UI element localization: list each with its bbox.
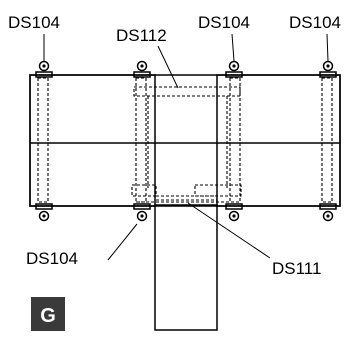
label-ds104-top-left: DS104 <box>8 13 60 32</box>
leader-lines <box>43 33 329 261</box>
screw-icon <box>136 210 148 222</box>
hidden-bracket-ds111 <box>131 184 242 203</box>
screw-icon <box>136 60 148 72</box>
screw-icon <box>38 210 50 222</box>
screw-icon <box>228 210 240 222</box>
right-panel <box>216 74 341 207</box>
hidden-rails <box>37 77 333 203</box>
label-ds112: DS112 <box>116 26 167 45</box>
screw-icon <box>322 210 334 222</box>
hidden-bracket-ds112 <box>133 86 241 188</box>
screw-icon <box>38 60 50 72</box>
label-ds104-top-right: DS104 <box>289 13 341 32</box>
left-panel <box>29 74 156 207</box>
lower-strip <box>154 204 218 331</box>
label-ds111: DS111 <box>272 259 321 278</box>
mount-posts <box>35 71 337 210</box>
figure-badge-letter: G <box>40 305 56 327</box>
main-frame <box>29 74 341 207</box>
mount-screws <box>38 60 334 222</box>
screw-icon <box>322 60 334 72</box>
screw-icon <box>228 60 240 72</box>
label-ds104-top-middle: DS104 <box>198 13 250 32</box>
figure-badge <box>31 297 65 331</box>
label-ds104-bottom: DS104 <box>26 249 78 268</box>
